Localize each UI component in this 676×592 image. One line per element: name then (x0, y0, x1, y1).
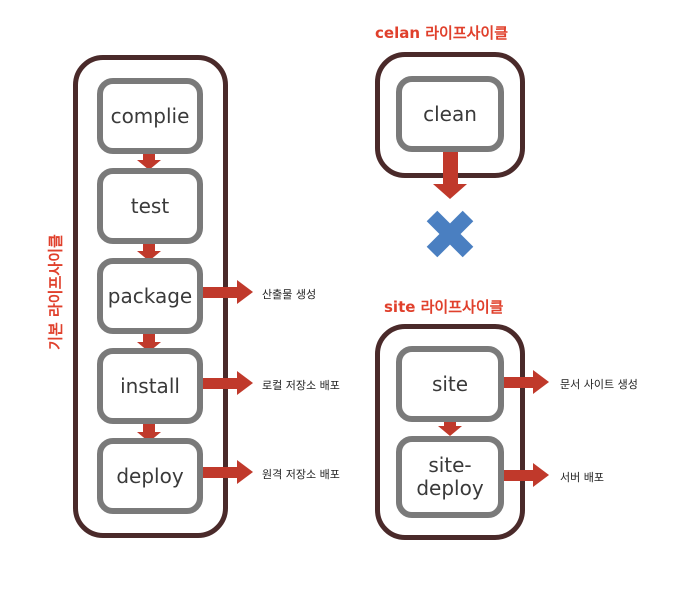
arrow-install-to-deploy (137, 424, 161, 442)
phase-clean: clean (396, 76, 504, 152)
phase-compile: complie (97, 78, 203, 154)
arrow-site-to-site-deploy (438, 418, 462, 436)
arrow-test-to-package (137, 243, 161, 261)
phase-package: package (97, 258, 203, 334)
arrow-install-output (203, 371, 253, 395)
install-output-label: 로컬 저장소 배포 (262, 379, 340, 392)
phase-site: site (396, 346, 504, 422)
arrow-package-output (203, 280, 253, 304)
clean-lifecycle-title: celan 라이프사이클 (375, 24, 509, 42)
cross-icon (426, 210, 474, 258)
phase-test: test (97, 168, 203, 244)
phase-deploy: deploy (97, 438, 203, 514)
arrow-site-deploy-output (500, 463, 549, 487)
phase-site-deploy: site- deploy (396, 436, 504, 518)
arrow-clean-down (433, 150, 467, 199)
site-output-label: 문서 사이트 생성 (560, 378, 638, 391)
phase-install: install (97, 348, 203, 424)
site-lifecycle-title: site 라이프사이클 (384, 298, 504, 316)
arrow-package-to-install (137, 334, 161, 352)
arrow-compile-to-test (137, 152, 161, 170)
arrow-deploy-output (203, 460, 253, 484)
arrow-site-output (500, 370, 549, 394)
site-deploy-output-label: 서버 배포 (560, 471, 604, 484)
deploy-output-label: 원격 저장소 배포 (262, 468, 340, 481)
package-output-label: 산출물 생성 (262, 288, 317, 301)
